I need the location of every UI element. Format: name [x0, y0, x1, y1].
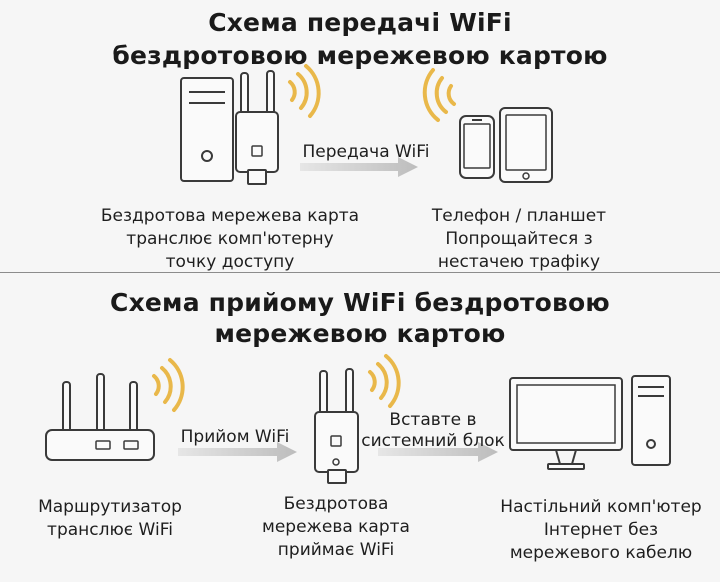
caption-line: мережевого кабелю — [509, 543, 693, 563]
usb-wifi-adapter-icon — [235, 70, 279, 185]
bottom-title-line2: мережевою картою — [214, 319, 506, 348]
caption-line: Настільний комп'ютер — [500, 497, 702, 517]
bottom-title-line1: Схема прийому WiFi бездротовою — [110, 288, 610, 317]
top-title-line1: Схема передачі WiFi — [208, 8, 512, 37]
top-title-line2: бездротовою мережевою картою — [112, 41, 608, 70]
arrow-wifi-receive — [178, 442, 297, 462]
arrow-label-insert: Вставте в системний блок — [358, 410, 508, 452]
arrow-label-transfer: Передача WiFi — [302, 142, 430, 162]
caption-line: точку доступу — [165, 252, 295, 272]
wifi-signal-icon — [422, 68, 456, 122]
device-caption-top: Телефон / планшет Попрощайтеся з нестаче… — [408, 205, 630, 274]
caption-line: Телефон / планшет — [431, 206, 607, 226]
arrow-label-insert-line1: Вставте в — [389, 410, 477, 430]
monitor-icon — [509, 377, 623, 470]
caption-line: Маршрутизатор — [38, 497, 182, 517]
adapter-caption-bottom: Бездротова мережева карта приймає WiFi — [250, 493, 422, 562]
arrow-wifi-transfer — [300, 157, 418, 177]
pc-tower-icon — [631, 375, 671, 466]
arrow-insert-into-pc — [378, 442, 498, 462]
caption-line: Бездротова мережева карта — [100, 206, 360, 226]
desktop-caption: Настільний комп'ютер Інтернет без мереже… — [486, 496, 716, 565]
pc-tower-icon — [180, 77, 234, 182]
router-icon — [45, 373, 155, 461]
wifi-signal-icon — [288, 64, 321, 118]
adapter-caption-top: Бездротова мережева карта транслює комп'… — [70, 205, 390, 274]
wifi-signal-icon — [152, 358, 185, 412]
arrow-label-insert-line2: системний блок — [361, 431, 505, 451]
caption-line: Бездротова — [283, 494, 389, 514]
caption-line: приймає WiFi — [277, 540, 395, 560]
caption-line: транслює комп'ютерну — [126, 229, 334, 249]
caption-line: нестачею трафіку — [437, 252, 601, 272]
caption-line: транслює WiFi — [47, 520, 173, 540]
tablet-icon — [499, 107, 553, 183]
usb-wifi-adapter-icon — [314, 368, 359, 484]
router-caption: Маршрутизатор транслює WiFi — [10, 496, 210, 542]
smartphone-icon — [459, 115, 495, 179]
caption-line: мережева карта — [262, 517, 410, 537]
caption-line: Попрощайтеся з — [445, 229, 593, 249]
caption-line: Інтернет без — [543, 520, 659, 540]
wifi-signal-icon — [368, 354, 401, 408]
section-divider — [0, 272, 720, 273]
arrow-label-receive: Прийом WiFi — [180, 427, 290, 447]
